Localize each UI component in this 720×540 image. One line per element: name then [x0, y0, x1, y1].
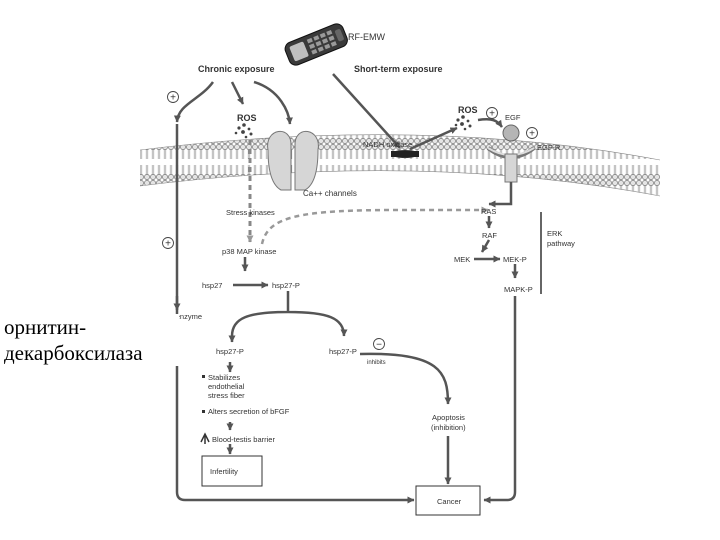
sign-circle-plus-left: + — [167, 91, 179, 104]
label-endothelial: endothelial — [208, 382, 245, 391]
arrow-ros-egfr — [477, 118, 504, 128]
sign-circle-plus-ros: + — [486, 107, 498, 120]
label-apoptosis: Apoptosis — [432, 413, 465, 422]
label-mek: MEK — [454, 255, 470, 264]
side-caption-line-1: орнитин- — [4, 315, 87, 339]
sign-plus-left: + — [170, 93, 176, 104]
calcium-channel-icon — [267, 130, 319, 191]
label-erk: ERK — [547, 229, 562, 238]
sign-circle-minus: − — [373, 338, 385, 351]
label-ca-channels: Ca++ channels — [303, 189, 357, 198]
arrow-phone-nadh — [332, 73, 401, 149]
sign-plus-ros: + — [489, 109, 495, 120]
sign-minus: − — [376, 340, 382, 351]
arrow-raf-mek — [480, 239, 491, 253]
label-mek-p: MEK-P — [503, 255, 527, 264]
ros-molecules-left-icon — [234, 123, 253, 139]
arrow-mapkp-cancer — [483, 296, 517, 504]
label-mapk-p: MAPK-P — [504, 285, 533, 294]
label-inhibits: inhibits — [367, 360, 386, 366]
label-hsp27p-right: hsp27-P — [329, 347, 357, 356]
label-blood-testis-barrier: Blood-testis barrier — [212, 435, 275, 444]
nadh-oxidase-icon — [391, 150, 419, 158]
connector-lines — [173, 73, 519, 504]
arrow-chronic-ros — [230, 81, 245, 105]
effect-bullets — [202, 375, 205, 413]
ros-molecules-right-icon — [454, 115, 472, 131]
label-p38: p38 MAP kinase — [222, 247, 276, 256]
mobile-phone-icon — [284, 23, 348, 66]
label-cancer: Cancer — [437, 497, 462, 506]
up-arrow-icon — [200, 432, 210, 444]
label-ras: RAS — [481, 207, 496, 216]
label-egf: EGF — [505, 113, 521, 122]
label-stabilizes: Stabilizes — [208, 373, 240, 382]
label-alters-secretion: Alters secretion of bFGF — [208, 407, 290, 416]
side-caption-line-2: декарбоксилаза — [4, 341, 143, 365]
label-hsp27: hsp27 — [202, 281, 222, 290]
sign-circle-plus-egfr: + — [526, 127, 538, 140]
side-caption: орнитин- декарбоксилаза — [4, 314, 179, 366]
label-erk-pathway: pathway — [547, 239, 575, 248]
label-raf: RAF — [482, 231, 497, 240]
label-hsp27p-left: hsp27-P — [216, 347, 244, 356]
label-hsp27p-top: hsp27-P — [272, 281, 300, 290]
arrow-inhibits-apoptosis — [359, 352, 452, 405]
arrow-nadh-ros — [409, 126, 458, 151]
sign-plus-mid: + — [165, 239, 171, 250]
label-short-term-exposure: Short-term exposure — [354, 64, 443, 74]
label-stress-kinases: Stress kinases — [226, 208, 275, 217]
label-apoptosis-inhibition: (inhibition) — [431, 423, 466, 432]
label-ros-right: ROS — [458, 105, 478, 115]
line-hsp27p-split — [230, 291, 344, 336]
label-stress-fiber: stress fiber — [208, 391, 245, 400]
label-infertility: Infertility — [210, 467, 238, 476]
label-chronic-exposure: Chronic exposure — [198, 64, 275, 74]
label-rf-emw: RF-EMW — [348, 32, 385, 42]
infertility-box — [201, 455, 263, 487]
line-left-main — [175, 124, 415, 504]
sign-circle-plus-mid: + — [162, 237, 174, 250]
arrow-chronic-channel — [253, 80, 293, 125]
arrow-egfr-ras — [488, 182, 513, 208]
egf-receptor-icon — [486, 124, 536, 183]
label-odc-enzyme: ODC enzyme — [157, 312, 202, 321]
dashed-p38-ras — [260, 206, 489, 245]
arrow-chronic-left — [173, 81, 215, 123]
cancer-box — [415, 485, 481, 516]
label-ros-left: ROS — [237, 113, 257, 123]
label-nadh-oxidase: NADH oxidase — [363, 140, 412, 149]
sign-plus-egfr: + — [529, 129, 535, 140]
label-egf-r: EGF-R — [537, 143, 561, 152]
